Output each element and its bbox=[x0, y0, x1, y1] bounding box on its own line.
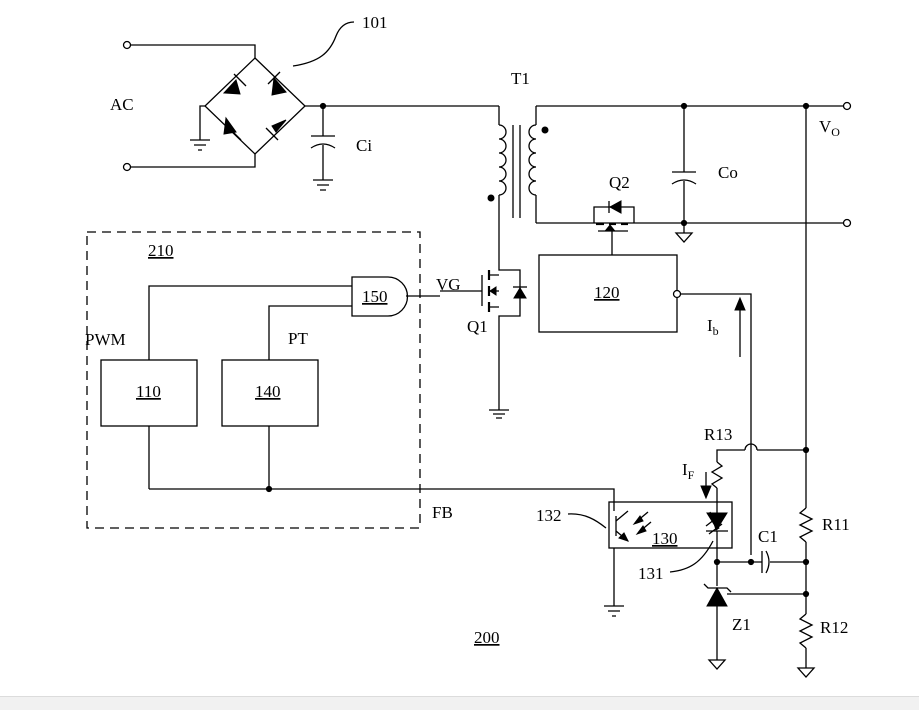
vg-label: VG bbox=[436, 275, 461, 294]
t1-label: T1 bbox=[511, 69, 530, 88]
ref-130: 130 bbox=[652, 529, 678, 548]
bottom-bar bbox=[0, 696, 919, 710]
fb-label: FB bbox=[432, 503, 453, 522]
bridge-rectifier bbox=[190, 57, 306, 155]
ref-210: 210 bbox=[148, 241, 174, 260]
ref-132-leader: 132 bbox=[536, 506, 607, 529]
block-110: 110 bbox=[100, 285, 352, 489]
ref-101: 101 bbox=[362, 13, 388, 32]
ref-101-leader: 101 bbox=[292, 13, 388, 67]
resistor-r13 bbox=[710, 443, 806, 513]
z1-label: Z1 bbox=[732, 615, 751, 634]
ref-131-leader: 131 bbox=[638, 540, 714, 583]
ib-label: Ib bbox=[707, 316, 719, 338]
controller-boundary-210 bbox=[86, 231, 421, 529]
ref-110: 110 bbox=[136, 382, 161, 401]
transformer-t1 bbox=[487, 106, 549, 265]
if-label: IF bbox=[682, 460, 695, 482]
secondary-output bbox=[536, 101, 852, 228]
ref-120: 120 bbox=[594, 283, 620, 302]
ref-132: 132 bbox=[536, 506, 562, 525]
block-120: 120 bbox=[538, 254, 752, 555]
output-capacitor-co bbox=[671, 106, 697, 243]
block-140: 140 bbox=[221, 305, 352, 489]
ref-200: 200 bbox=[474, 628, 500, 647]
if-arrow: IF bbox=[682, 460, 712, 500]
r12-label: R12 bbox=[820, 618, 848, 637]
vo-label: VO bbox=[819, 117, 840, 139]
ref-131: 131 bbox=[638, 564, 664, 583]
optocoupler-130: 130 bbox=[604, 501, 733, 617]
pwm-label: PWM bbox=[85, 330, 126, 349]
and-gate-150: 150 bbox=[351, 276, 440, 317]
ref-140: 140 bbox=[255, 382, 281, 401]
q2-label: Q2 bbox=[609, 173, 630, 192]
r11-label: R11 bbox=[822, 515, 850, 534]
ci-label: Ci bbox=[356, 136, 372, 155]
ac-input-terminals bbox=[122, 40, 256, 172]
co-label: Co bbox=[718, 163, 738, 182]
pt-label: PT bbox=[288, 329, 308, 348]
ref-150: 150 bbox=[362, 287, 388, 306]
mosfet-q1 bbox=[440, 265, 527, 419]
output-divider bbox=[796, 106, 816, 678]
zener-z1 bbox=[703, 531, 806, 670]
q1-label: Q1 bbox=[467, 317, 488, 336]
r13-label: R13 bbox=[704, 425, 732, 444]
feedback-line-fb bbox=[149, 485, 615, 511]
ac-label: AC bbox=[110, 95, 134, 114]
capacitor-c1 bbox=[717, 550, 806, 574]
c1-label: C1 bbox=[758, 527, 778, 546]
input-capacitor-ci bbox=[305, 102, 499, 191]
mosfet-q2 bbox=[593, 200, 635, 255]
ib-arrow: Ib bbox=[707, 296, 746, 357]
